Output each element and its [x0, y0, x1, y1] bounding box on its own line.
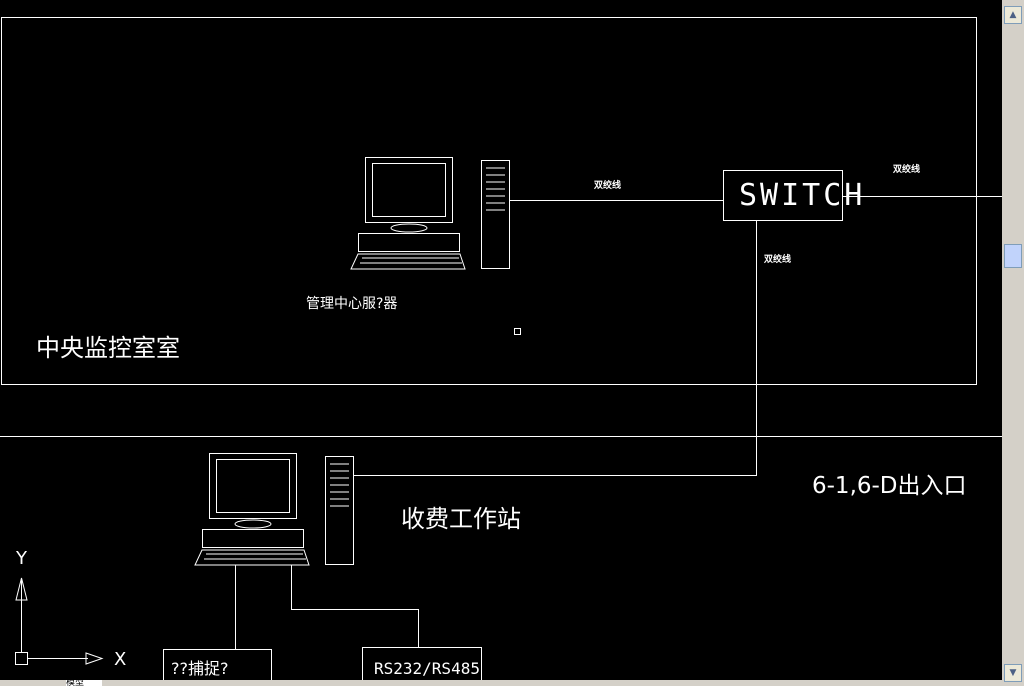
scroll-thumb[interactable]	[1004, 244, 1022, 268]
server-tower-icon	[481, 160, 510, 269]
ucs-icon	[15, 577, 104, 665]
station-label: 收费工作站	[401, 505, 521, 533]
vertical-scrollbar[interactable]: ▲ ▼	[1002, 0, 1024, 686]
switch-label: SWITCH	[739, 178, 866, 213]
station-tower-icon	[325, 456, 354, 565]
tab-model[interactable]: 模型	[66, 680, 102, 686]
server-label: 管理中心服?器	[306, 296, 398, 312]
cable-switch-station	[353, 221, 757, 476]
server-computer-icon	[350, 157, 466, 270]
ucs-y-label: Y	[16, 548, 27, 569]
capture-box-label: ??捕捉?	[171, 659, 229, 678]
room-label: 中央监控室室	[36, 334, 180, 362]
serial-box-label: RS232/RS485	[374, 659, 480, 678]
monitoring-room-boundary	[1, 17, 977, 385]
tab-layout[interactable]	[104, 680, 154, 686]
cad-drawing[interactable]	[0, 0, 1002, 680]
scroll-up-button[interactable]: ▲	[1004, 6, 1022, 24]
cable-label: 双绞线	[594, 181, 622, 191]
serial-box	[362, 647, 482, 680]
scroll-down-button[interactable]: ▼	[1004, 664, 1022, 682]
layout-tabs: 模型	[0, 680, 1002, 686]
cable-to-serial	[291, 565, 419, 647]
entrance-label: 6-1,6-D出入口	[812, 473, 967, 499]
station-computer-icon	[194, 453, 310, 566]
switch-box	[723, 170, 843, 221]
ucs-x-label: X	[114, 649, 127, 670]
cable-label: 双绞线	[764, 255, 792, 265]
capture-box	[163, 649, 272, 680]
cable-label: 双绞线	[893, 165, 921, 175]
insertion-point-marker	[514, 328, 521, 335]
